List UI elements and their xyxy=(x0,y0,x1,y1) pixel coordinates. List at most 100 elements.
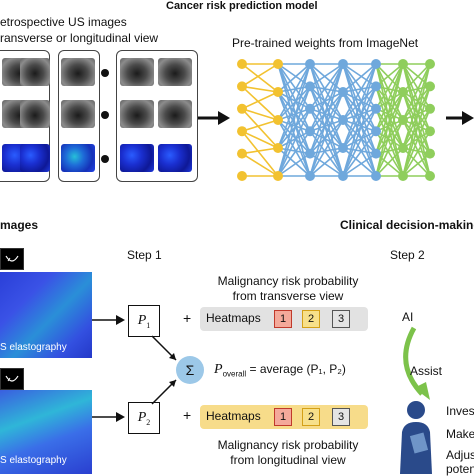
network-connection xyxy=(309,85,344,121)
elastography-image xyxy=(20,144,50,172)
sigma-circle: Σ xyxy=(176,356,204,384)
elastography-caption-2: S elastography xyxy=(0,455,67,466)
heatmap-box-3: 3 xyxy=(332,310,350,328)
network-connection xyxy=(309,147,344,177)
network-node xyxy=(237,148,247,159)
clinician-icon xyxy=(400,401,432,474)
network-connection xyxy=(402,130,431,149)
network-node xyxy=(371,148,381,159)
network-connection xyxy=(277,86,311,177)
network-connection xyxy=(309,147,344,155)
network-connection xyxy=(277,147,311,177)
network-node xyxy=(273,143,283,153)
network-node xyxy=(398,59,408,69)
network-connection xyxy=(277,130,311,177)
network-node xyxy=(305,126,315,137)
network-connection xyxy=(277,91,311,110)
network-connection xyxy=(375,63,404,93)
network-connection xyxy=(342,63,377,149)
network-connection xyxy=(309,63,344,149)
network-node xyxy=(371,126,381,137)
network-connection xyxy=(402,91,431,110)
elastography-image xyxy=(120,144,154,172)
network-connection xyxy=(277,91,311,177)
elastography-image xyxy=(158,144,192,172)
network-connection xyxy=(342,85,377,93)
network-connection xyxy=(309,130,344,149)
us-image xyxy=(61,100,95,128)
network-connection xyxy=(342,85,377,121)
network-connection xyxy=(375,85,404,121)
risk-transverse-line2: from transverse view xyxy=(232,289,344,303)
network-node xyxy=(425,171,435,181)
network-connection xyxy=(309,63,344,110)
network-node xyxy=(273,115,283,125)
network-connection xyxy=(277,147,311,155)
network-connection xyxy=(342,130,377,149)
network-connection xyxy=(342,130,377,177)
network-node xyxy=(237,103,247,114)
network-node xyxy=(338,171,348,181)
network-connection xyxy=(309,63,344,88)
risk-transverse-line1: Malignancy risk probability xyxy=(217,274,359,288)
network-node xyxy=(371,171,381,181)
network-connection xyxy=(375,91,404,132)
network-connection xyxy=(402,147,431,177)
network-connection xyxy=(375,63,404,132)
poverall-formula: Poverall = average (P₁, P₂) xyxy=(214,362,346,379)
network-connection xyxy=(402,119,431,155)
elastography-image-longitudinal xyxy=(0,390,92,474)
network-connection xyxy=(402,119,431,177)
input-caption-line1: etrospective US images xyxy=(0,15,127,29)
network-connection xyxy=(375,63,404,121)
us-image xyxy=(20,100,50,128)
network-connection xyxy=(342,86,377,177)
network-connection xyxy=(402,152,431,177)
network-connection xyxy=(241,108,279,121)
heatmaps-label: Heatmaps xyxy=(206,409,261,423)
network-connection xyxy=(375,147,404,177)
network-node xyxy=(237,59,247,69)
ai-label: AI xyxy=(402,310,414,324)
ellipsis-dot xyxy=(101,111,109,119)
elastography-image xyxy=(61,144,95,172)
network-connection xyxy=(277,63,311,149)
network-connection xyxy=(241,85,279,93)
network-connection xyxy=(402,91,431,177)
network-connection xyxy=(402,91,431,132)
network-connection xyxy=(402,108,431,149)
network-connection xyxy=(241,91,279,110)
network-connection xyxy=(309,108,344,121)
network-connection xyxy=(277,119,311,155)
network-connection xyxy=(309,63,344,132)
network-connection xyxy=(342,108,377,177)
network-connection xyxy=(342,119,377,177)
network-connection xyxy=(277,108,311,177)
network-connection xyxy=(277,85,311,93)
step1-label: Step 1 xyxy=(127,248,162,262)
aggregation-arrows xyxy=(151,335,177,405)
neural-network-diagram xyxy=(237,59,435,181)
network-node xyxy=(305,148,315,159)
network-connection xyxy=(241,108,279,149)
network-node xyxy=(237,171,247,181)
network-node xyxy=(398,87,408,97)
elastography-image-transverse xyxy=(0,272,92,358)
network-connection xyxy=(342,108,377,121)
network-node xyxy=(338,143,348,153)
heatmap-box-2: 2 xyxy=(302,310,320,328)
network-connection xyxy=(241,152,279,177)
arrow-right-icon xyxy=(92,315,125,325)
network-connection xyxy=(309,63,344,93)
action-potential: poten xyxy=(446,462,474,476)
network-connection xyxy=(342,108,377,149)
network-connection xyxy=(241,63,279,93)
network-node xyxy=(273,171,283,181)
network-connection xyxy=(375,63,404,154)
network-connection xyxy=(342,147,377,155)
network-node xyxy=(398,171,408,181)
network-node xyxy=(338,87,348,97)
network-connection xyxy=(241,130,279,177)
ellipsis-dot xyxy=(101,69,109,77)
network-connection xyxy=(375,63,404,110)
